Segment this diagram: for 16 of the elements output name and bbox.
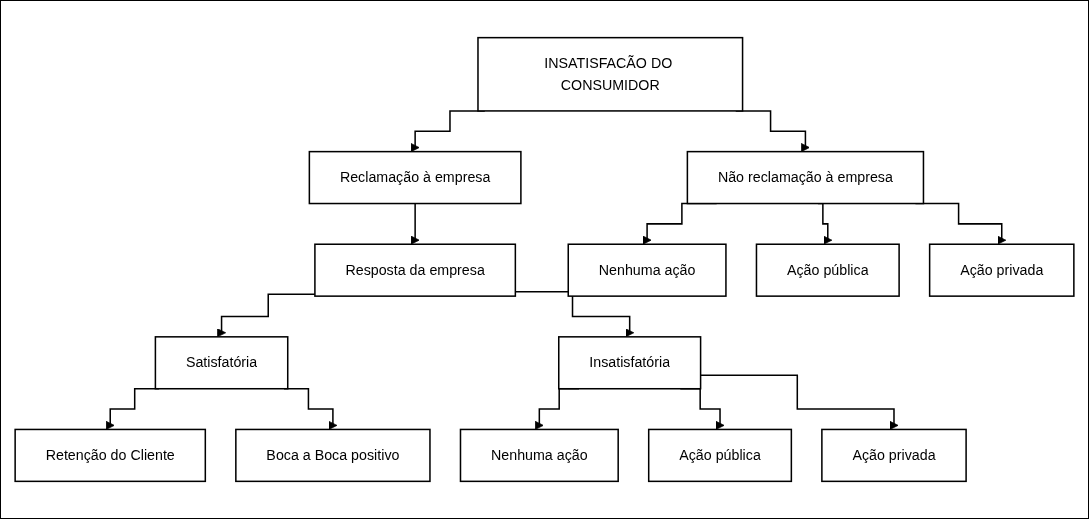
node-box: Ação privada	[928, 243, 1075, 297]
node-box: Boca a Boca positivo	[235, 428, 431, 483]
node-box: Reclamação à empresa	[308, 150, 522, 205]
node-box: Nenhuma ação	[459, 428, 619, 483]
node-box: Retenção do Cliente	[14, 428, 207, 483]
node-box: Satisfatória	[154, 336, 289, 390]
node-box: Insatisfatória	[558, 336, 702, 390]
node-box: Nenhuma ação	[567, 243, 727, 297]
node-box: Resposta da empresa	[314, 243, 517, 297]
arrow	[410, 202, 420, 245]
node-box: INSATISFACÃO DO CONSUMIDOR	[477, 36, 744, 112]
node-box: Ação pública	[755, 243, 900, 297]
node-box: Não reclamação à empresa	[686, 150, 925, 205]
node-box: Ação pública	[647, 428, 793, 483]
arrow	[217, 293, 316, 338]
node-box: Ação privada	[821, 428, 967, 483]
